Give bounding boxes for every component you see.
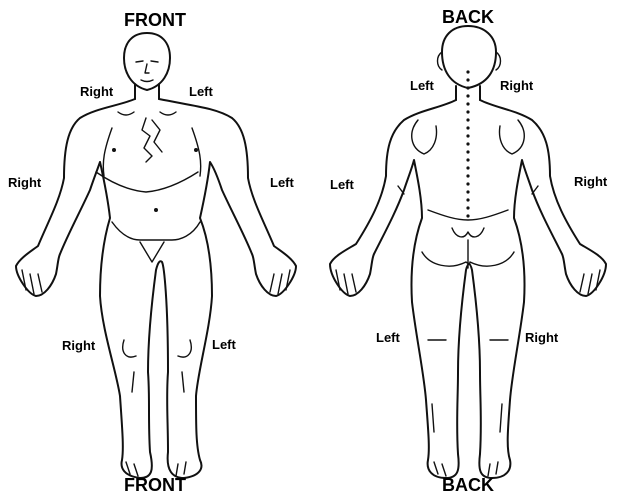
front-shoulder-left-label: Left [189,84,214,99]
back-ears [438,52,501,70]
front-figure [16,33,296,478]
back-waist-details [428,210,508,237]
front-nipple-right [112,148,116,152]
back-figure [330,26,606,478]
front-nipple-left [194,148,198,152]
back-knee-details [428,340,508,432]
front-knee-left-label: Left [212,337,237,352]
front-navel [154,208,158,212]
back-shoulder-left-label: Left [410,78,435,93]
front-arm-left-label: Left [270,175,295,190]
front-feet-details [126,462,186,476]
back-knee-left-label: Left [376,330,401,345]
front-title-top: FRONT [124,10,186,30]
back-feet-details [434,462,498,476]
back-title-bottom: BACK [442,475,494,494]
back-glute-details [422,240,514,268]
back-head [442,26,496,88]
front-hip-details [112,222,200,262]
back-shoulder-right-label: Right [500,78,534,93]
back-arm-right-label: Right [574,174,608,189]
front-arm-right-label: Right [8,175,42,190]
front-knee-right-label: Right [62,338,96,353]
front-body-outline [16,99,296,478]
front-chest-details [96,112,201,192]
back-hand-fingers [336,270,600,294]
front-title-bottom: FRONT [124,475,186,494]
front-shoulder-right-label: Right [80,84,114,99]
back-spine [466,70,469,217]
back-arm-left-label: Left [330,177,355,192]
front-face [136,61,158,82]
front-knee-details [123,340,192,392]
back-title-top: BACK [442,7,494,27]
back-knee-right-label: Right [525,330,559,345]
back-body-outline [330,100,606,478]
